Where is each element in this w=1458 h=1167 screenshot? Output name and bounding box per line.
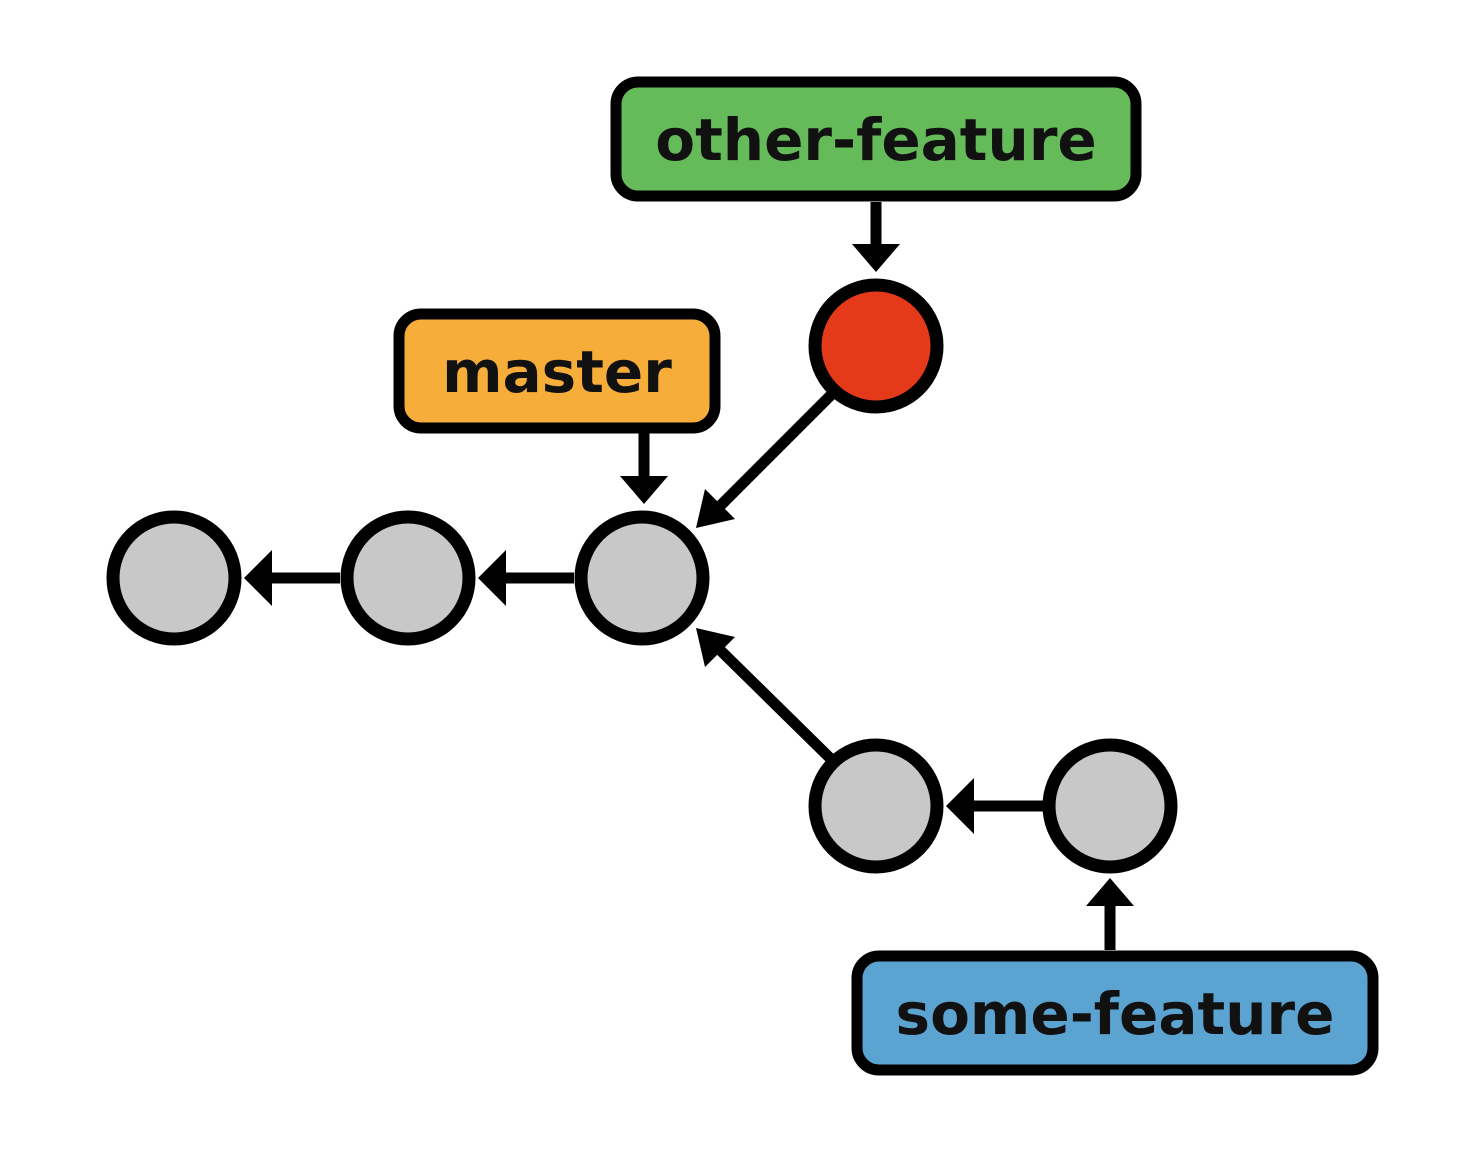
edge-somefeat1-to-commit3 <box>714 644 836 764</box>
commit-node <box>574 510 710 646</box>
commit-node <box>808 738 944 874</box>
arrowhead-somefeat1 <box>946 778 974 834</box>
branch-box-other-feature <box>610 76 1142 202</box>
commits <box>106 278 1178 874</box>
commit-node <box>106 510 242 646</box>
commit-node <box>340 510 476 646</box>
commit-edges <box>266 202 1116 950</box>
branch-label-some-feature: some-feature <box>851 950 1379 1076</box>
arrowhead-some-feature <box>1086 878 1134 906</box>
arrowhead-commit2 <box>478 550 506 606</box>
branch-label-master: master <box>393 308 721 434</box>
branch-box-some-feature <box>851 950 1379 1076</box>
arrowhead-commit3-lower <box>696 628 735 667</box>
branch-label-other-feature: other-feature <box>610 76 1142 202</box>
commit-node <box>1042 738 1178 874</box>
arrowhead-other-feature <box>852 244 900 272</box>
arrowhead-master <box>620 476 668 504</box>
edge-other-to-commit3 <box>714 390 836 512</box>
arrowheads <box>244 244 1134 906</box>
branch-name-some-feature: some-feature <box>896 980 1335 1048</box>
commit-node-highlighted <box>808 278 944 414</box>
branch-name-other-feature: other-feature <box>655 106 1097 174</box>
branch-box-master <box>393 308 721 434</box>
arrowhead-commit3-upper <box>696 489 735 528</box>
branch-name-master: master <box>442 338 672 406</box>
arrowhead-commit1 <box>244 550 272 606</box>
